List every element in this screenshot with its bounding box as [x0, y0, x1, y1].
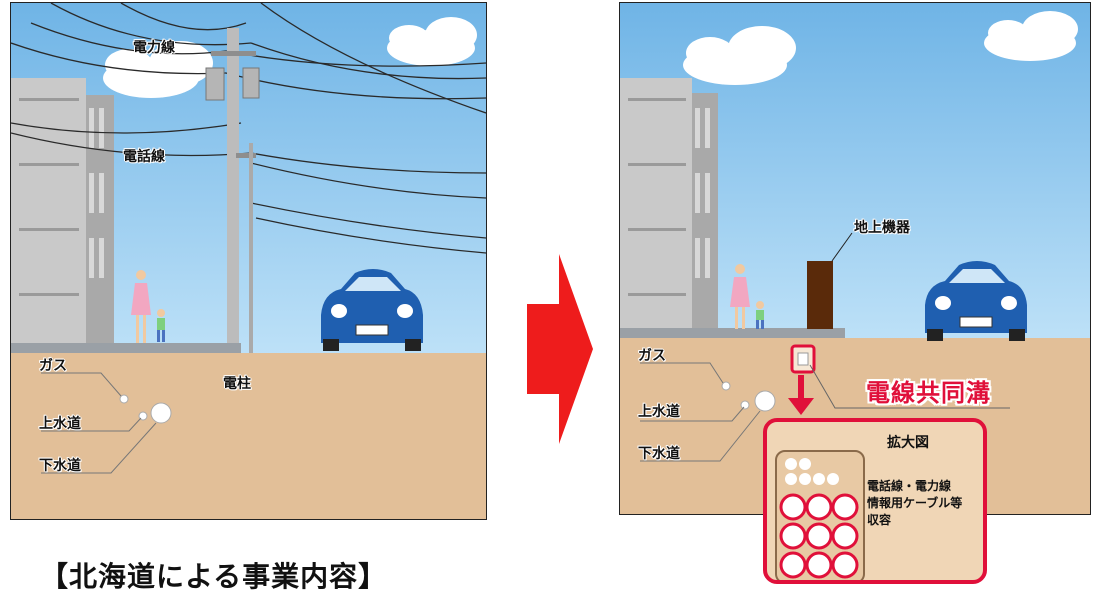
inset-title: 拡大図 [887, 435, 929, 451]
cloud [387, 17, 477, 66]
ground-equipment-box [807, 261, 833, 329]
pedestrians [131, 270, 165, 343]
sidewalk [620, 328, 845, 340]
inset-arrow [798, 375, 804, 400]
building [620, 78, 718, 333]
after-illustration: 地上機器 ガス 上水道 下水道 電線共同溝 [619, 2, 1091, 515]
gas-label: ガス [39, 358, 67, 374]
pole-label: 電柱 [223, 376, 251, 392]
duct-icon [797, 352, 809, 366]
cloud [683, 26, 796, 85]
enlarged-view-inset: 拡大図 電話線・電力線 情報用ケーブル等 収容 [763, 418, 987, 584]
leader-line [809, 364, 1010, 409]
car [321, 269, 423, 351]
cloud [984, 11, 1078, 61]
before-scene [11, 3, 486, 519]
right-arrow-icon [527, 254, 593, 444]
common-duct-label: 電線共同溝 [866, 379, 991, 407]
car [925, 261, 1027, 341]
gas-label: ガス [638, 348, 666, 364]
sewer-label: 下水道 [39, 458, 81, 474]
overhead-wires [11, 3, 486, 254]
after-scene [620, 3, 1090, 514]
inset-description-line: 電話線・電力線 [867, 479, 952, 493]
duct-cross-section [775, 450, 865, 580]
sidewalk [11, 343, 241, 355]
power-line-label: 電力線 [133, 40, 175, 56]
underground-pipes [119, 394, 172, 424]
water-label: 上水道 [638, 404, 680, 420]
cable-bundle [779, 458, 859, 579]
building [11, 78, 114, 353]
inset-description: 電話線・電力線 情報用ケーブル等 収容 [867, 478, 983, 529]
leader-lines [41, 372, 157, 474]
ground-equipment-label: 地上機器 [854, 220, 910, 236]
inset-description-line: 情報用ケーブル等 [867, 496, 963, 510]
pedestrians [730, 264, 764, 329]
underground-pipes [721, 381, 776, 412]
leader-lines [640, 362, 761, 462]
ground [11, 353, 486, 519]
water-label: 上水道 [39, 416, 81, 432]
phone-line-label: 電話線 [123, 149, 165, 165]
caption: 【北海道による事業内容】 [40, 560, 388, 593]
inset-description-line: 収容 [867, 513, 892, 527]
before-illustration: 電力線 電話線 ガス 上水道 下水道 電柱 [10, 2, 487, 520]
utility-pole [205, 28, 260, 359]
leader-line [831, 232, 853, 262]
down-arrow-icon [788, 398, 814, 415]
sewer-label: 下水道 [638, 446, 680, 462]
